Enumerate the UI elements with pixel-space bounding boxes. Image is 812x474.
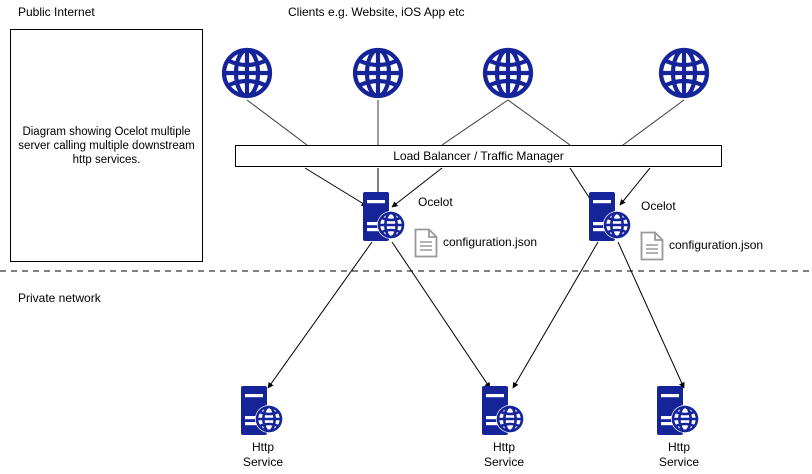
http-service-label-1-line2: Service (242, 455, 283, 469)
edge-client1-lb (246, 99, 308, 146)
server-globe-icon (589, 192, 631, 241)
globe-icon (221, 47, 273, 99)
edge-ocelot2-svc2 (512, 241, 599, 389)
edge-client3-lb-left (441, 99, 509, 146)
ocelot-config-label-1: configuration.json (443, 235, 538, 249)
server-globe-icon (363, 192, 405, 241)
ocelot-node-2[interactable] (588, 191, 634, 243)
client-node-3[interactable] (481, 46, 535, 100)
ocelot-config-label-2: configuration.json (669, 238, 764, 252)
description-note-box: Diagram showing Ocelot multiple server c… (10, 29, 203, 262)
load-balancer-box[interactable]: Load Balancer / Traffic Manager (235, 145, 722, 167)
ocelot-config-icon-1[interactable] (414, 228, 438, 258)
http-service-label-2-line1: Http (492, 440, 515, 454)
zone-label-public-internet: Public Internet (18, 5, 95, 19)
http-service-node-1[interactable] (240, 385, 286, 437)
http-service-label-2-line2: Service (483, 455, 524, 469)
client-node-4[interactable] (657, 46, 711, 100)
server-globe-icon (657, 386, 699, 435)
http-service-label-3-line2: Service (658, 455, 699, 469)
http-service-node-2[interactable] (481, 385, 527, 437)
http-service-label-3-line1: Http (667, 440, 690, 454)
load-balancer-label: Load Balancer / Traffic Manager (393, 149, 564, 163)
ocelot-label-1: Ocelot (418, 195, 453, 209)
edge-ocelot1-svc1 (267, 241, 373, 389)
ocelot-node-1[interactable] (362, 191, 408, 243)
zone-label-private-network: Private network (18, 291, 101, 305)
edge-ocelot2-svc3 (617, 241, 685, 389)
description-note-text: Diagram showing Ocelot multiple server c… (18, 125, 195, 166)
server-globe-icon (241, 386, 283, 435)
globe-icon (352, 47, 404, 99)
edge-client4-lb (622, 99, 685, 146)
http-service-label-1-line1: Http (251, 440, 274, 454)
ocelot-config-icon-2[interactable] (640, 231, 664, 261)
globe-icon (658, 47, 710, 99)
server-globe-icon (482, 386, 524, 435)
clients-group-label: Clients e.g. Website, iOS App etc (288, 5, 465, 19)
globe-icon (482, 47, 534, 99)
edge-lb-ocelot1-a (304, 167, 368, 207)
document-icon (640, 231, 664, 261)
document-icon (414, 228, 438, 258)
ocelot-label-2: Ocelot (641, 199, 676, 213)
client-node-1[interactable] (220, 46, 274, 100)
client-node-2[interactable] (351, 46, 405, 100)
edge-ocelot1-svc2 (391, 241, 491, 389)
edge-client3-lb-right (507, 99, 571, 146)
http-service-node-3[interactable] (656, 385, 702, 437)
